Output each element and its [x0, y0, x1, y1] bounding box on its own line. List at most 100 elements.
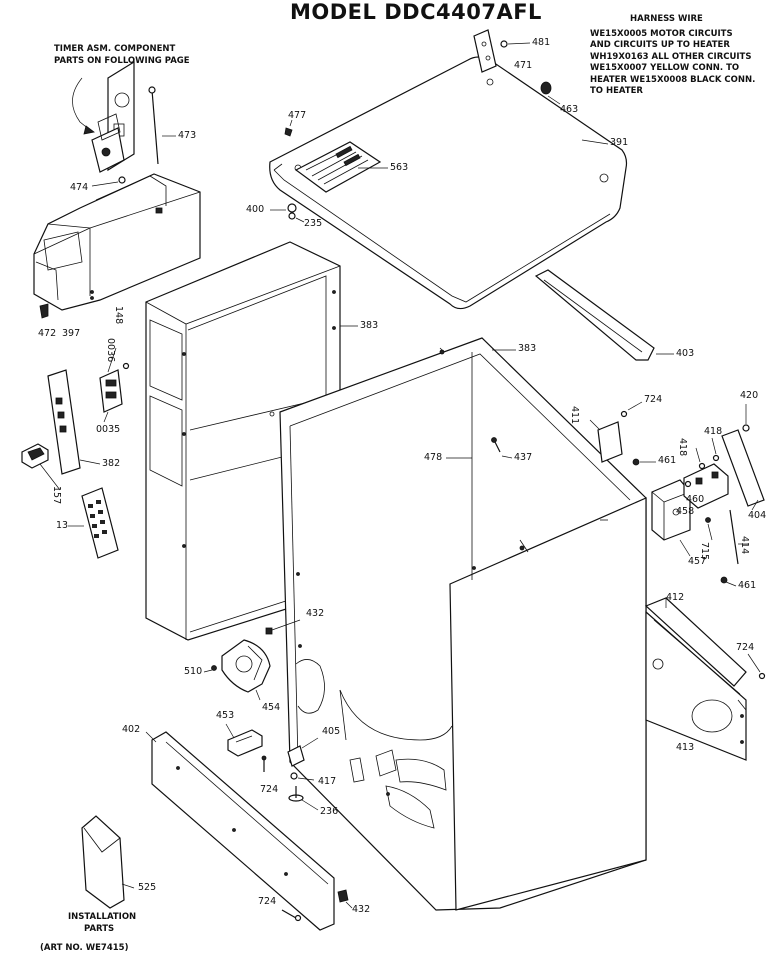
- terminal-block-418: [683, 437, 729, 509]
- part-number-383-left: 383: [360, 320, 379, 331]
- part-number-481: 481: [532, 37, 551, 48]
- screw-724-bottom: [281, 909, 302, 922]
- part-number-235: 235: [304, 218, 323, 229]
- part-number-461-top: 461: [658, 455, 677, 466]
- part-number-460: 460: [686, 494, 705, 505]
- part-157: [21, 443, 61, 491]
- part-number-391: 391: [610, 137, 629, 148]
- part-number-403: 403: [676, 348, 695, 359]
- leveling-leg-236: [288, 786, 319, 811]
- part-number-525: 525: [138, 882, 157, 893]
- screw-481: [500, 40, 531, 48]
- part-number-478: 478: [424, 452, 443, 463]
- side-strip-403: [534, 269, 674, 361]
- part-number-400: 400: [246, 204, 265, 215]
- rod-414: [729, 509, 748, 565]
- part-number-458: 458: [676, 506, 695, 517]
- part-number-432-bottom: 432: [352, 904, 371, 915]
- hinge-453: [225, 723, 263, 757]
- part-number-417: 417: [318, 776, 337, 787]
- screw-724-lower: [261, 755, 267, 772]
- part-number-724-top: 724: [644, 394, 663, 405]
- part-13-keypad: [68, 487, 119, 559]
- main-cabinet-478: [279, 337, 647, 911]
- switch-0036-0035: [99, 347, 130, 423]
- part-number-463: 463: [560, 104, 579, 115]
- installation-note: INSTALLATION PARTS (ART NO. WE7415): [40, 912, 136, 955]
- part-number-724-right: 724: [736, 642, 755, 653]
- part-number-471: 471: [514, 60, 533, 71]
- part-number-382: 382: [102, 458, 121, 469]
- part-number-420: 420: [740, 390, 759, 401]
- screw-461-top: [632, 458, 656, 466]
- timer-line: TIMER ASM. COMPONENT: [54, 44, 176, 54]
- rear-panel-413: [644, 597, 747, 761]
- screw-724-right: [747, 653, 766, 680]
- part-number-413: 413: [676, 742, 695, 753]
- part-number-13: 13: [56, 520, 69, 531]
- part-number-148: 148: [113, 306, 124, 325]
- clip-474: [91, 176, 126, 187]
- clip-432-bottom: [337, 889, 353, 909]
- cover-plate-404: [721, 404, 765, 511]
- top-hinge-471: [473, 29, 497, 73]
- part-number-510: 510: [184, 666, 203, 677]
- timer-note: TIMER ASM. COMPONENT PARTS ON FOLLOWING …: [54, 44, 190, 67]
- harness-line: AND CIRCUITS UP TO HEATER: [590, 40, 730, 50]
- part-number-473: 473: [178, 130, 197, 141]
- part-number-397: 397: [62, 328, 81, 339]
- harness-line: WE15X0007 YELLOW CONN. TO: [590, 63, 740, 73]
- harness-wire-note: HARNESS WIRE WE15X0005 MOTOR CIRCUITS AN…: [590, 14, 755, 98]
- harness-line: HEATER WE15X0008 BLACK CONN.: [590, 74, 756, 85]
- control-panel-label-563: [294, 141, 382, 193]
- screw-400-235: [270, 203, 305, 223]
- timer-rod-473: [148, 86, 176, 165]
- connector-460: [684, 480, 692, 488]
- part-number-236: 236: [320, 806, 339, 817]
- part-number-157: 157: [51, 486, 62, 505]
- screw-715: [705, 517, 713, 541]
- screw-461-bottom: [720, 576, 737, 587]
- installation-line: (ART NO. WE7415): [40, 943, 129, 953]
- part-number-0036: 0036: [105, 338, 116, 363]
- clip-477: [284, 119, 293, 137]
- part-number-474: 474: [70, 182, 89, 193]
- screw-724-top: [620, 401, 643, 418]
- blower-housing-397: [33, 173, 201, 311]
- part-number-414: 414: [739, 536, 750, 555]
- part-number-454: 454: [262, 702, 281, 713]
- part-number-724-bottom: 724: [258, 896, 277, 907]
- part-number-457: 457: [688, 556, 707, 567]
- harness-line: TO HEATER: [590, 86, 643, 96]
- clip-432-mid: [265, 619, 301, 635]
- nut-417: [290, 772, 315, 781]
- harness-heading: HARNESS WIRE: [630, 14, 703, 24]
- part-number-418-b: 418: [704, 426, 723, 437]
- part-number-461-bottom: 461: [738, 580, 757, 591]
- part-number-715: 715: [699, 542, 710, 561]
- installation-parts-envelope-525: [81, 815, 135, 909]
- part-number-472: 472: [38, 328, 57, 339]
- part-number-411: 411: [569, 406, 580, 425]
- harness-line: WH19X0163 ALL OTHER CIRCUITS: [590, 51, 752, 62]
- part-number-437: 437: [514, 452, 533, 463]
- panel-382: [47, 369, 101, 475]
- part-number-405: 405: [322, 726, 341, 737]
- part-number-432-mid: 432: [306, 608, 325, 619]
- installation-line: PARTS: [84, 923, 115, 934]
- bracket-405: [287, 737, 319, 767]
- harness-line: WE15X0005 MOTOR CIRCUITS: [590, 28, 733, 39]
- heater-bracket-457: [651, 479, 691, 557]
- timer-bracket: [91, 60, 135, 173]
- part-number-412: 412: [666, 592, 685, 603]
- screw-437: [491, 437, 513, 459]
- part-number-383-right: 383: [518, 343, 537, 354]
- part-number-0035: 0035: [96, 424, 121, 435]
- door-switch-454: [221, 639, 271, 701]
- part-number-418-a: 418: [677, 438, 688, 457]
- part-number-724-lower: 724: [260, 784, 279, 795]
- toe-kick-panel-402: [145, 731, 335, 931]
- timer-line: PARTS ON FOLLOWING PAGE: [54, 55, 190, 66]
